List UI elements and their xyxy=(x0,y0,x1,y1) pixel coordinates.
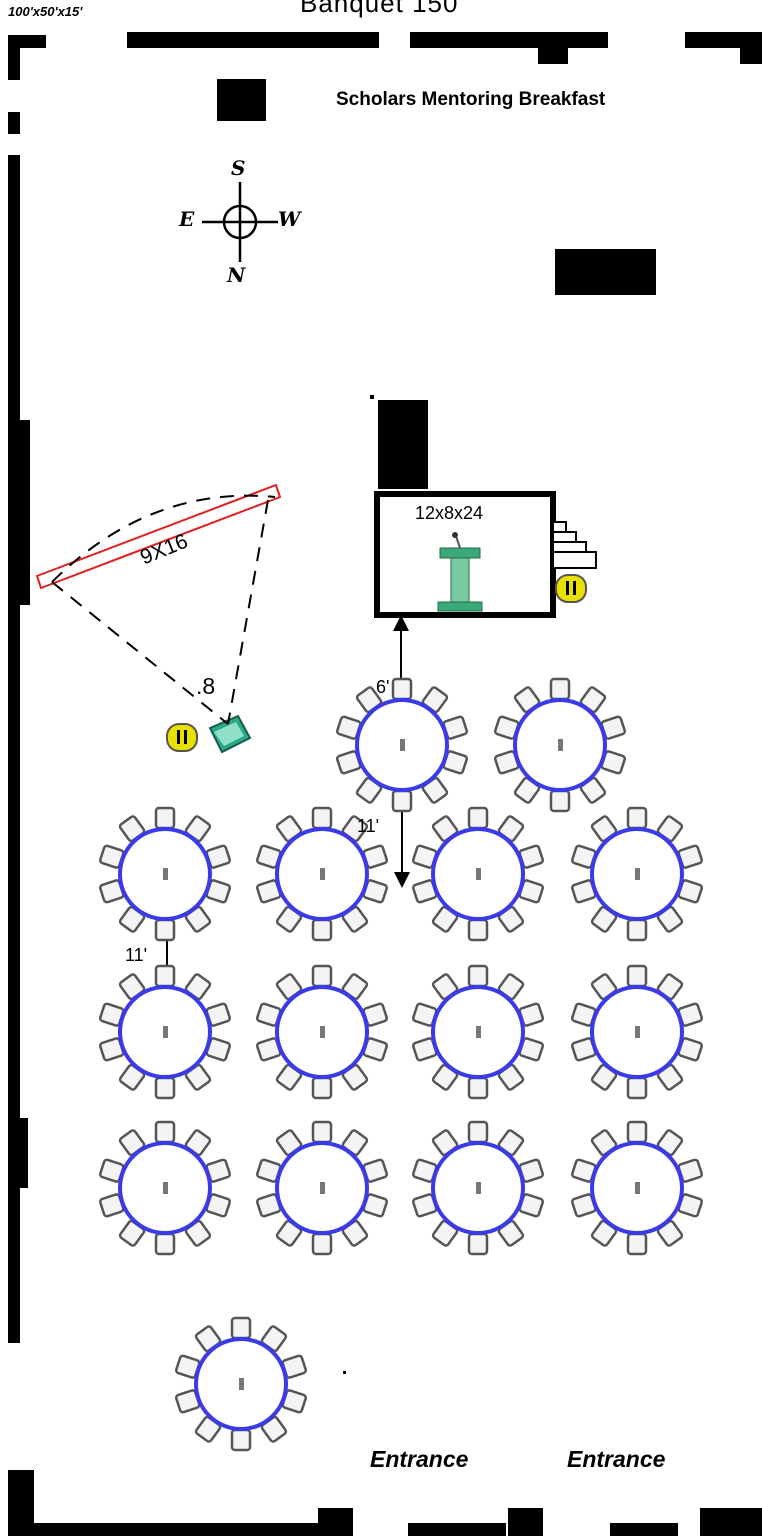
table-centerpiece xyxy=(163,1026,168,1038)
round-table-icon xyxy=(570,964,704,1100)
round-table-icon xyxy=(493,677,627,813)
chair xyxy=(626,1120,648,1144)
chair xyxy=(311,1232,333,1256)
round-table-icon xyxy=(411,1120,545,1256)
round-table-icon xyxy=(570,806,704,942)
projection-lines xyxy=(51,494,276,725)
table-centerpiece xyxy=(320,1026,325,1038)
chair xyxy=(467,1120,489,1144)
round-table-icon xyxy=(98,964,232,1100)
chair xyxy=(549,677,571,701)
chair xyxy=(311,1076,333,1100)
chair xyxy=(154,918,176,942)
column xyxy=(378,400,428,489)
podium-icon xyxy=(437,532,483,612)
table-spacing-left: 11' xyxy=(125,945,148,965)
stage-to-table-distance: 6' xyxy=(376,677,390,697)
chair xyxy=(230,1428,252,1452)
round-table-icon xyxy=(255,1120,389,1256)
compass-west-label: W xyxy=(278,207,301,231)
round-table-icon xyxy=(174,1316,308,1452)
power-outlet-icon xyxy=(166,723,198,752)
power-outlet-icon xyxy=(555,574,587,603)
table-spacing-top: 11' xyxy=(357,816,380,836)
projector-icon xyxy=(208,714,252,754)
chair xyxy=(626,918,648,942)
chair xyxy=(626,806,648,830)
stage-dimensions: 12x8x24 xyxy=(415,503,484,523)
compass-east-label: E xyxy=(179,207,195,231)
chair xyxy=(467,964,489,988)
chair xyxy=(311,806,333,830)
chair xyxy=(549,789,571,813)
chair xyxy=(154,806,176,830)
round-table-icon xyxy=(570,1120,704,1256)
entrance-label-left: Entrance xyxy=(370,1446,469,1472)
compass-south-label: S xyxy=(231,156,246,180)
table-centerpiece xyxy=(635,868,640,880)
table-centerpiece xyxy=(635,1182,640,1194)
table-centerpiece xyxy=(239,1378,244,1390)
table-centerpiece xyxy=(476,1182,481,1194)
column xyxy=(555,249,656,295)
chair xyxy=(311,964,333,988)
event-name: Scholars Mentoring Breakfast xyxy=(336,89,606,110)
round-tables xyxy=(98,677,704,1452)
room-dimensions: 100'x50'x15' xyxy=(8,4,83,19)
stairs-icon xyxy=(552,521,597,569)
table-centerpiece xyxy=(476,868,481,880)
column xyxy=(217,79,266,121)
table-centerpiece xyxy=(476,1026,481,1038)
chair xyxy=(391,789,413,813)
table-centerpiece xyxy=(320,868,325,880)
round-table-icon xyxy=(98,1120,232,1256)
chair xyxy=(467,1232,489,1256)
page-title: Banquet 150 xyxy=(300,0,459,18)
table-centerpiece xyxy=(558,739,563,751)
round-table-icon xyxy=(98,806,232,942)
chair xyxy=(391,677,413,701)
chair xyxy=(230,1316,252,1340)
chair xyxy=(626,1232,648,1256)
round-table-icon xyxy=(411,964,545,1100)
chair xyxy=(626,964,648,988)
chair xyxy=(154,1120,176,1144)
chair xyxy=(626,1076,648,1100)
chair xyxy=(467,806,489,830)
chair xyxy=(154,964,176,988)
round-table-icon xyxy=(335,677,469,813)
table-centerpiece xyxy=(635,1026,640,1038)
chair xyxy=(467,1076,489,1100)
chair xyxy=(311,918,333,942)
chair xyxy=(154,1076,176,1100)
compass-icon xyxy=(202,182,278,262)
room-walls xyxy=(8,32,762,1536)
chair xyxy=(154,1232,176,1256)
round-table-icon xyxy=(411,806,545,942)
projector-distance-label: .8 xyxy=(196,673,216,699)
projection-screen xyxy=(35,483,282,590)
compass-north-label: N xyxy=(227,263,246,287)
chair xyxy=(311,1120,333,1144)
table-centerpiece xyxy=(163,868,168,880)
chair xyxy=(467,918,489,942)
table-centerpiece xyxy=(400,739,405,751)
round-table-icon xyxy=(255,964,389,1100)
table-centerpiece xyxy=(163,1182,168,1194)
round-table-icon xyxy=(255,806,389,942)
table-centerpiece xyxy=(320,1182,325,1194)
entrance-label-right: Entrance xyxy=(567,1446,666,1472)
